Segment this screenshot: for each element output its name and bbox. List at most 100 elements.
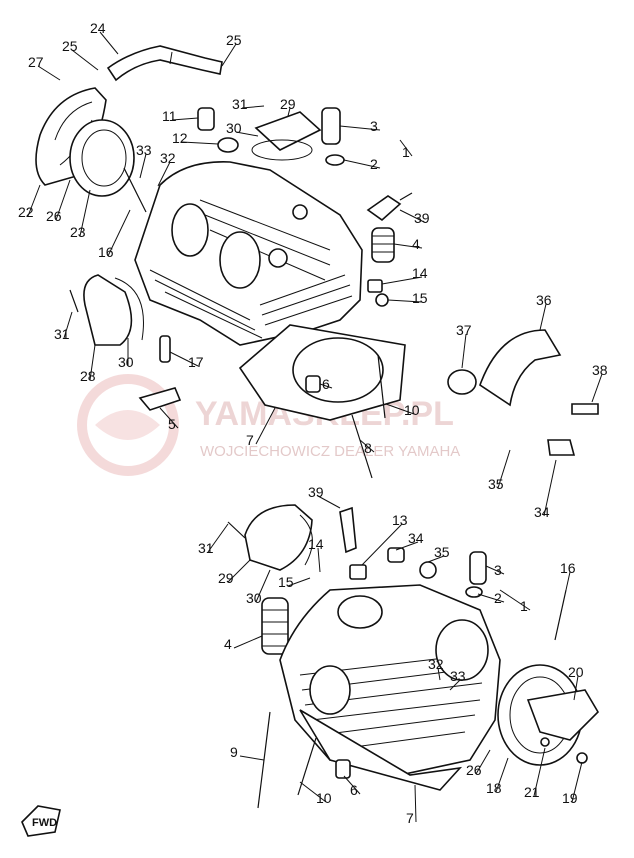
stud-17: [159, 335, 171, 363]
top-leader-15: [55, 179, 71, 221]
bolt-34: [547, 439, 576, 456]
bottom-callout-7: 7: [406, 810, 414, 826]
bottom-leader-1: [361, 523, 403, 566]
bottom-callout-6: 6: [350, 782, 358, 798]
bottom-leader-20: [495, 757, 509, 793]
top-callout-2: 2: [370, 156, 378, 172]
spring-4-lower: [261, 597, 289, 655]
bottom-callout-1: 1: [520, 598, 528, 614]
stud-10: [377, 354, 386, 419]
watermark-tagline: WOJCIECHOWICZ DEALER YAMAHA: [200, 443, 460, 460]
top-callout-30: 30: [226, 120, 242, 136]
top-leader-0: [99, 31, 119, 55]
bottom-leader-11: [287, 577, 311, 587]
top-callout-31: 31: [54, 326, 70, 342]
bottom-leader-14: [437, 667, 441, 681]
bottom-callout-30: 30: [246, 590, 262, 606]
bottom-leader-4: [207, 523, 229, 553]
bottom-callout-21: 21: [524, 784, 540, 800]
top-leader-20: [381, 276, 423, 285]
bolt-16: [123, 167, 147, 213]
top-callout-7: 7: [246, 432, 254, 448]
dowel-6: [305, 375, 321, 393]
part-12: [217, 137, 239, 153]
top-leader-16: [79, 189, 91, 237]
top-callout-28: 28: [80, 368, 96, 384]
valve-guide-3-lower: [469, 551, 487, 585]
port-center: [219, 231, 261, 289]
bottom-callout-15: 15: [278, 574, 294, 590]
top-leader-28: [591, 373, 603, 403]
top-leader-31: [385, 403, 415, 415]
top-callout-5: 5: [168, 416, 176, 432]
bolt-21: [540, 737, 550, 747]
top-leader-26: [539, 303, 547, 331]
bottom-callout-33: 33: [450, 668, 466, 684]
top-callout-16: 16: [98, 244, 114, 260]
cap-29-lower: [244, 504, 313, 571]
cam-boss: [337, 595, 383, 629]
cylinder-bore: [292, 337, 384, 403]
gasket-ring: [69, 119, 135, 197]
bottom-callout-29: 29: [218, 570, 234, 586]
top-leader-25: [169, 351, 199, 367]
top-callout-39: 39: [414, 210, 430, 226]
bottom-callout-19: 19: [562, 790, 578, 806]
top-leader-19: [393, 243, 423, 249]
side-bore: [435, 619, 489, 681]
top-leader-24: [89, 344, 96, 381]
top-leader-22: [63, 311, 73, 339]
top-leader-34: [497, 449, 511, 489]
top-callout-15: 15: [412, 290, 428, 306]
forward-direction-marker: FWD: [21, 805, 61, 837]
cover-28: [83, 274, 133, 346]
bottom-callout-18: 18: [486, 780, 502, 796]
top-callout-25: 25: [226, 32, 242, 48]
bottom-callout-13: 13: [392, 512, 408, 528]
top-leader-4: [241, 105, 265, 109]
fwd-label: FWD: [32, 817, 57, 829]
washer-35: [419, 561, 437, 579]
top-leader-13: [157, 161, 171, 187]
bottom-leader-3: [427, 555, 445, 563]
top-callout-25: 25: [62, 38, 78, 54]
valve-guide-3: [321, 107, 341, 145]
top-callout-31: 31: [232, 96, 248, 112]
bolt-19: [576, 752, 588, 764]
top-leader-27: [461, 333, 467, 369]
port-left: [171, 203, 209, 257]
bolt-34-lower: [387, 547, 405, 563]
bottom-callout-26: 26: [466, 762, 482, 778]
top-leader-33: [359, 439, 375, 453]
top-leader-18: [399, 209, 425, 223]
top-callout-22: 22: [18, 204, 34, 220]
breather-hose: [106, 45, 223, 82]
top-callout-14: 14: [412, 265, 428, 281]
spark-plug: [366, 195, 402, 222]
top-callout-6: 6: [322, 376, 330, 392]
bottom-leader-0: [317, 495, 341, 509]
bottom-leader-24: [414, 784, 417, 823]
top-callout-38: 38: [592, 362, 608, 378]
upper-cylinder-head-assembly: [35, 45, 599, 479]
top-leader-3: [37, 65, 61, 81]
lower-cylinder-head-assembly: FWD: [21, 504, 600, 837]
bottom-callout-31: 31: [198, 540, 214, 556]
top-leader-17: [107, 209, 131, 257]
circlip-2-lower: [465, 586, 483, 598]
bottom-callout-20: 20: [568, 664, 584, 680]
top-callout-30: 30: [118, 354, 134, 370]
bracket-36: [479, 329, 562, 407]
cap-29: [254, 111, 322, 151]
bottom-callout-2: 2: [494, 590, 502, 606]
top-leader-1: [71, 49, 99, 71]
bottom-leader-21: [533, 747, 546, 797]
top-callout-29: 29: [280, 96, 296, 112]
top-leader-21: [387, 299, 423, 303]
part-11: [197, 107, 215, 131]
bottom-leader-19: [475, 749, 491, 775]
bottom-leader-2: [395, 541, 419, 551]
